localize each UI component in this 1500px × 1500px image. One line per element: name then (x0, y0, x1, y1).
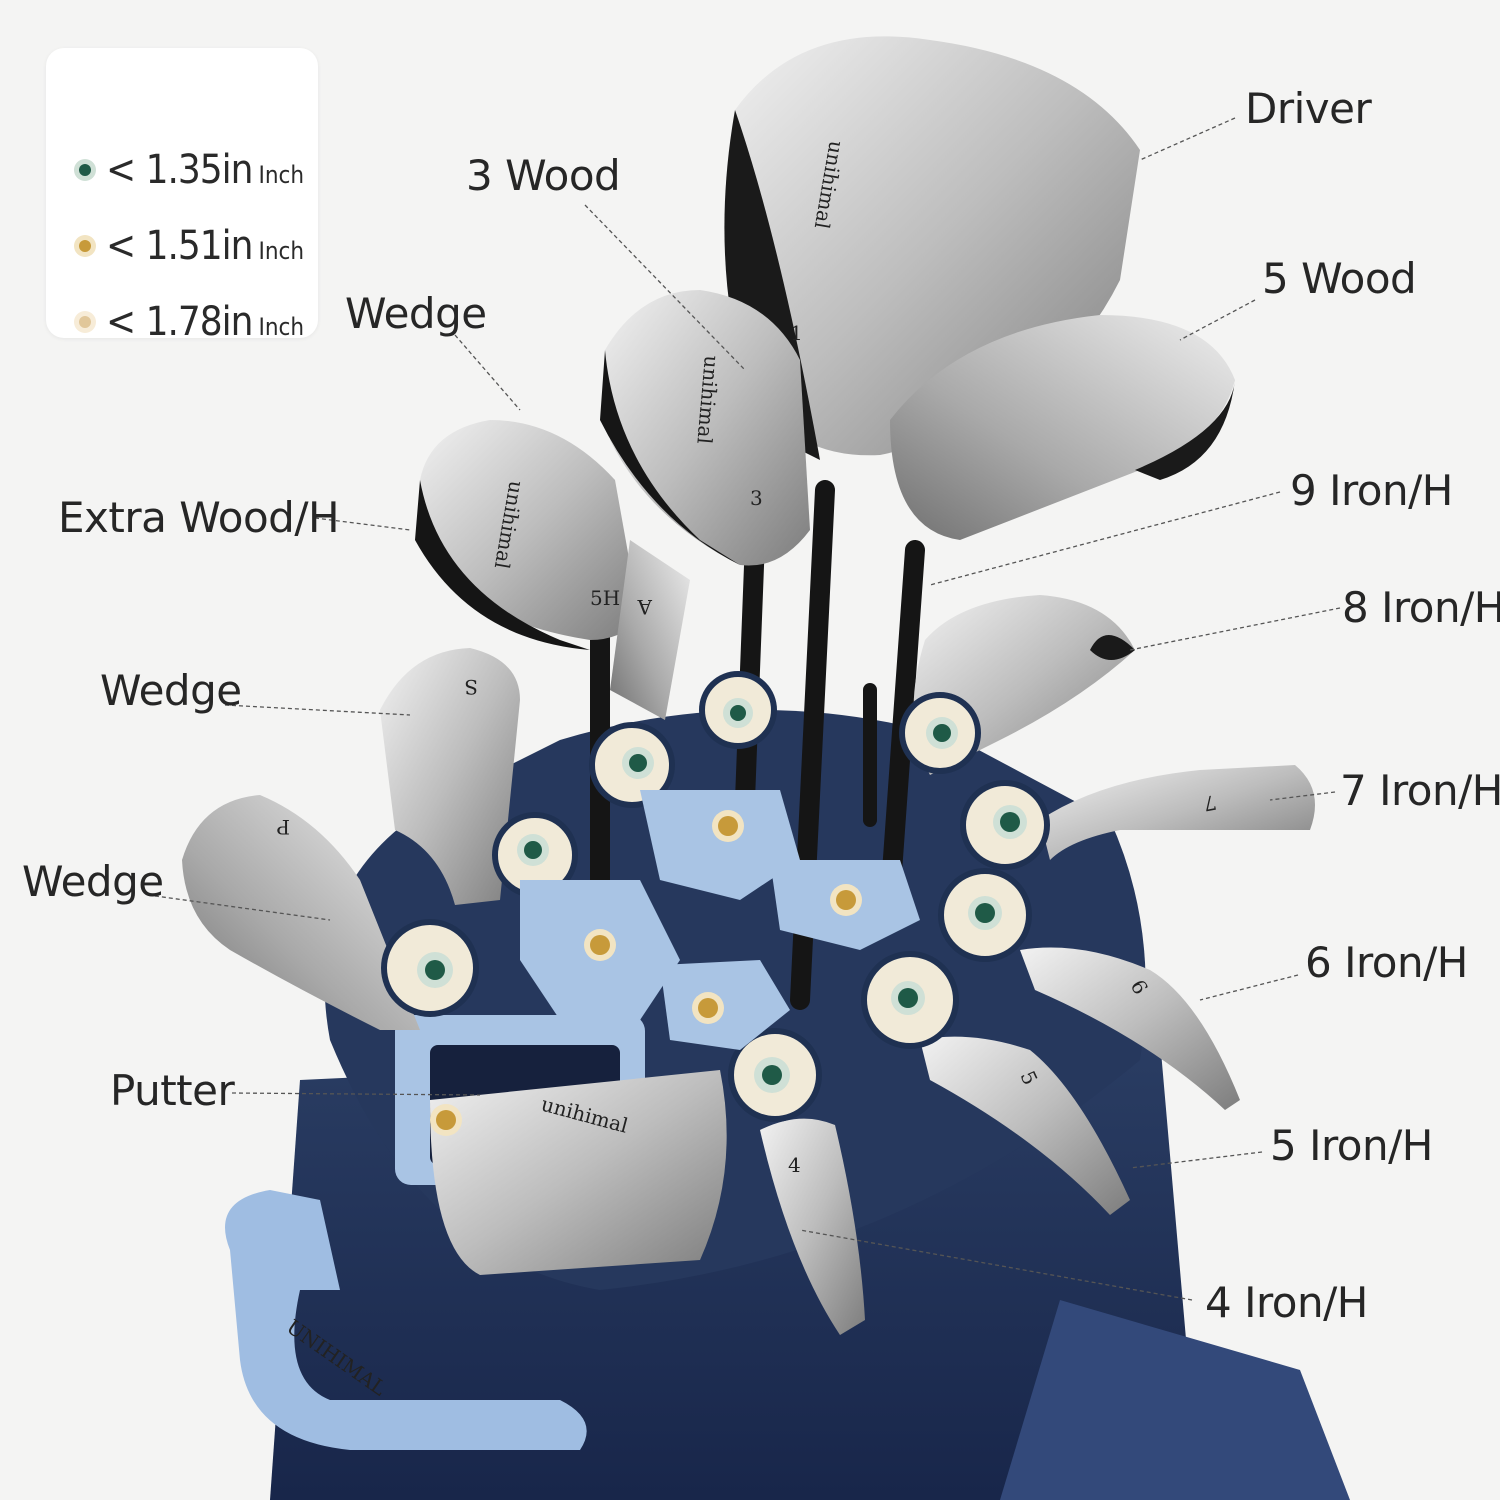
bag-handle (225, 1190, 587, 1450)
legend-unit: Inch (258, 161, 305, 189)
label-wood5: 5 Wood (1262, 254, 1417, 303)
iron4-number: 4 (788, 1153, 801, 1177)
wedge-p-mark: P (277, 815, 290, 839)
label-iron5: 5 Iron/H (1270, 1121, 1433, 1170)
iron4-head: 4 (760, 1118, 865, 1335)
wood3-number: 3 (750, 486, 763, 510)
iron7-number: 7 (1202, 790, 1219, 816)
legend-size: < 1.35in (106, 147, 253, 193)
wood5-head (890, 315, 1235, 540)
label-iron9: 9 Iron/H (1290, 466, 1453, 515)
wedge-s-head: S (380, 648, 520, 905)
wedge-s-mark: S (464, 675, 478, 699)
wood3-head: unihimal 3 (600, 290, 810, 566)
legend-unit: Inch (258, 313, 305, 341)
label-wood3: 3 Wood (466, 151, 621, 200)
label-iron8: 8 Iron/H (1342, 583, 1500, 632)
hybrid-head: unihimal 5H (415, 420, 640, 650)
label-driver: Driver (1245, 84, 1372, 133)
wedge-a-head: A (610, 540, 690, 720)
driver-number: 1 (790, 321, 803, 345)
wedge-a-mark: A (637, 595, 653, 619)
label-putter: Putter (110, 1066, 235, 1115)
iron7-head: 7 (1040, 765, 1315, 860)
hybrid-mark: 5H (590, 586, 620, 610)
putter-head: unihimal (395, 1015, 727, 1275)
leader-lines (147, 117, 1341, 1301)
label-iron7: 7 Iron/H (1340, 766, 1500, 815)
size-dots (417, 698, 1027, 1136)
iron5-head: 5 (920, 1036, 1130, 1215)
gold-dot-icon (74, 235, 96, 257)
beige-dot-icon (74, 311, 96, 333)
legend-size: < 1.78in (106, 299, 253, 345)
label-iron4: 4 Iron/H (1205, 1278, 1368, 1327)
wedge-p-head: P (182, 795, 420, 1030)
legend-size: < 1.51in (106, 223, 253, 269)
label-extra-wood: Extra Wood/H (58, 493, 340, 542)
label-wedge-top: Wedge (345, 289, 487, 338)
legend-unit: Inch (258, 237, 305, 265)
iron6-head: 6 (1020, 947, 1240, 1110)
label-wedge-mid: Wedge (100, 666, 242, 715)
bag-pocket (1000, 1300, 1350, 1500)
label-wedge-low: Wedge (22, 857, 164, 906)
green-dot-icon (74, 159, 96, 181)
label-iron6: 6 Iron/H (1305, 938, 1468, 987)
